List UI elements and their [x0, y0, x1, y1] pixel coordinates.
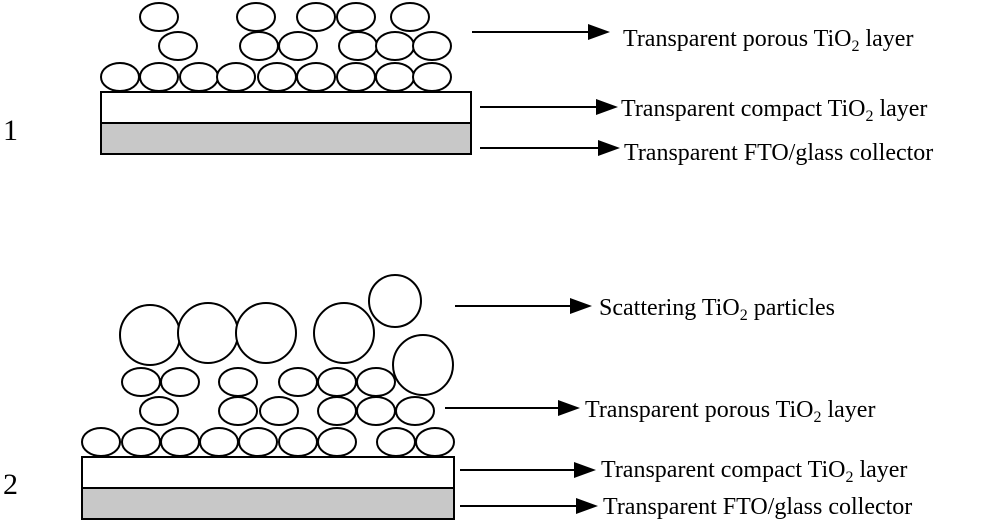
porous-particle	[257, 62, 297, 92]
diagram-2-fto-label: Transparent FTO/glass collector	[603, 494, 912, 520]
porous-particle	[139, 396, 179, 426]
porous-particle	[412, 62, 452, 92]
porous-particle	[218, 367, 258, 397]
diagram-1-number: 1	[3, 114, 18, 147]
scattering-particle	[392, 334, 454, 396]
porous-particle	[216, 62, 256, 92]
porous-particle	[199, 427, 239, 457]
porous-particle	[121, 367, 161, 397]
porous-particle	[179, 62, 219, 92]
porous-particle	[81, 427, 121, 457]
porous-particle	[158, 31, 198, 61]
porous-particle	[121, 427, 161, 457]
scattering-particle	[235, 302, 297, 364]
diagram-1-compact-label: Transparent compact TiO2 layer	[621, 96, 927, 125]
porous-particle	[278, 367, 318, 397]
diagram-2-porous-particles	[81, 367, 455, 457]
diagram-1-fto-label: Transparent FTO/glass collector	[624, 140, 933, 166]
scattering-particle	[119, 304, 181, 366]
porous-particle	[278, 31, 318, 61]
diagram-1-porous-label: Transparent porous TiO2 layer	[623, 26, 913, 55]
porous-particle	[336, 2, 376, 32]
diagram-2-scattering-label: Scattering TiO2 particles	[599, 295, 835, 324]
porous-particle	[412, 31, 452, 61]
porous-particle	[317, 367, 357, 397]
porous-particle	[356, 367, 396, 397]
porous-particle	[375, 62, 415, 92]
diagram-2-compact-arrow	[460, 462, 596, 478]
porous-particle	[375, 31, 415, 61]
diagram-1-compact-layer	[100, 91, 472, 124]
diagram-2-scattering-particles	[119, 274, 454, 396]
porous-particle	[296, 2, 336, 32]
diagram-2-fto-layer	[81, 487, 455, 520]
porous-particle	[259, 396, 299, 426]
diagram-1-porous-arrow	[472, 24, 610, 40]
porous-particle	[160, 427, 200, 457]
porous-particle	[336, 62, 376, 92]
porous-particle	[238, 427, 278, 457]
porous-particle	[139, 62, 179, 92]
porous-particle	[218, 396, 258, 426]
porous-particle	[395, 396, 435, 426]
porous-particle	[100, 62, 140, 92]
diagram-1: 1 Transparent porous TiO2 layer Transpar…	[3, 2, 933, 166]
diagram-2-compact-label: Transparent compact TiO2 layer	[601, 457, 907, 486]
porous-particle	[278, 427, 318, 457]
porous-particle	[415, 427, 455, 457]
diagram-2-fto-arrow	[460, 498, 598, 514]
porous-particle	[139, 2, 179, 32]
diagram-2-compact-layer	[81, 456, 455, 489]
porous-particle	[317, 396, 357, 426]
porous-particle	[296, 62, 336, 92]
diagram-2-porous-label: Transparent porous TiO2 layer	[585, 397, 875, 426]
porous-particle	[236, 2, 276, 32]
scattering-particle	[368, 274, 422, 328]
diagram-1-fto-layer	[100, 122, 472, 155]
diagram-2: 2 Scattering TiO2 particles Transparent …	[3, 274, 912, 520]
diagram-2-scattering-arrow	[455, 298, 592, 314]
scattering-particle	[177, 302, 239, 364]
porous-particle	[160, 367, 200, 397]
porous-particle	[338, 31, 378, 61]
diagram-2-porous-arrow	[445, 400, 580, 416]
diagram-1-porous-particles	[100, 2, 452, 92]
diagram-1-fto-arrow	[480, 140, 620, 156]
scattering-particle	[313, 302, 375, 364]
diagram-1-compact-arrow	[480, 99, 618, 115]
porous-particle	[317, 427, 357, 457]
porous-particle	[239, 31, 279, 61]
porous-particle	[376, 427, 416, 457]
porous-particle	[390, 2, 430, 32]
diagram-2-number: 2	[3, 468, 18, 501]
porous-particle	[356, 396, 396, 426]
